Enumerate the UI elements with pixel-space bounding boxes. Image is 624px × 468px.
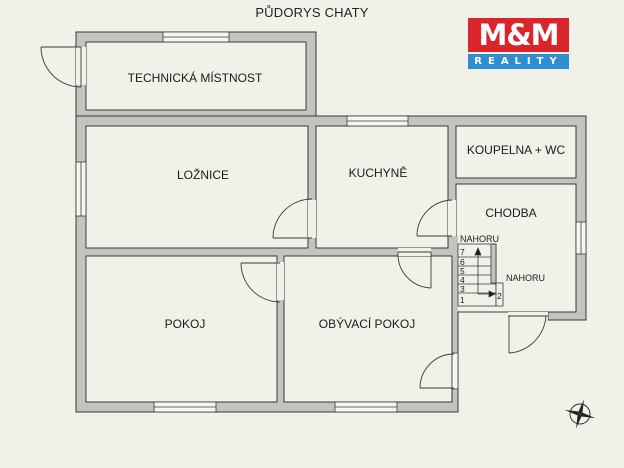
label-koupelna-wc: KOUPELNA + WC	[467, 143, 566, 157]
svg-text:2: 2	[497, 291, 502, 301]
label-technicka-mistnost: TECHNICKÁ MÍSTNOST	[128, 70, 263, 85]
door-kitchen-living	[397, 251, 432, 289]
svg-text:3: 3	[460, 284, 465, 294]
label-loznice: LOŽNICE	[177, 167, 229, 182]
door-entry-technical	[40, 46, 82, 88]
window-living-right	[451, 352, 459, 390]
page-title: PŮDORYS CHATY	[255, 5, 369, 20]
windows	[75, 31, 587, 413]
svg-text:7: 7	[460, 247, 465, 257]
label-kuchyne: KUCHYNĚ	[349, 165, 408, 180]
svg-text:5: 5	[460, 266, 465, 276]
label-chodba: CHODBA	[485, 206, 536, 220]
doors	[40, 46, 548, 389]
logo-mark: M&M	[468, 18, 569, 52]
door-kitchen-hall	[416, 199, 453, 237]
logo-wordmark: REALITY	[468, 54, 569, 69]
door-pokoj	[240, 262, 281, 303]
svg-text:4: 4	[460, 275, 465, 285]
room-labels: TECHNICKÁ MÍSTNOST LOŽNICE KUCHYNĚ KOUPE…	[128, 70, 566, 331]
label-pokoj: POKOJ	[165, 317, 206, 331]
stairs-label-side: NAHORU	[506, 273, 545, 283]
door-living-exit	[419, 353, 455, 389]
door-bedroom	[272, 198, 313, 239]
staircase	[457, 243, 504, 307]
stair-numbers: 7 6 5 4 3 1 2	[460, 247, 502, 305]
svg-text:1: 1	[460, 295, 465, 305]
compass-rose-icon	[564, 399, 596, 429]
door-hall-exit	[508, 315, 548, 354]
stairs-label-top: NAHORU	[460, 234, 499, 244]
label-obyvaci-pokoj: OBÝVACÍ POKOJ	[319, 316, 415, 331]
room-floors	[87, 43, 575, 401]
mm-reality-logo: M&M REALITY	[468, 18, 569, 69]
svg-text:6: 6	[460, 257, 465, 267]
